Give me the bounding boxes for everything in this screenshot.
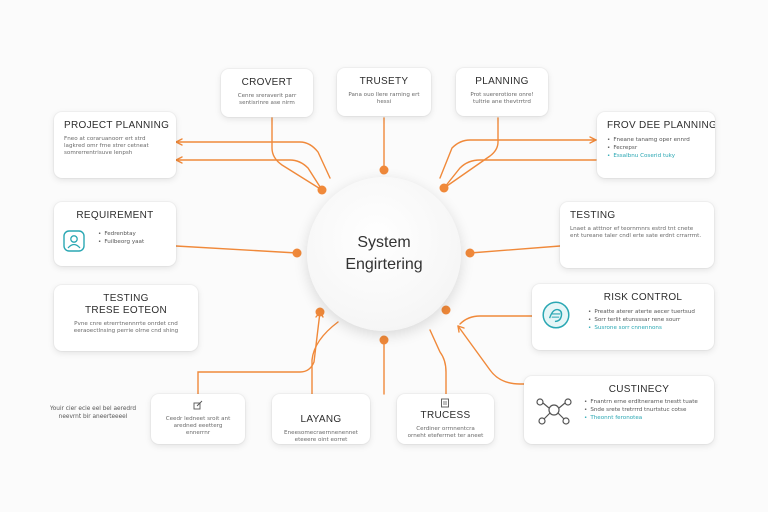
connector-project-planning-a xyxy=(175,141,331,179)
bullet-item: Fuilbeorg yaat xyxy=(98,238,144,246)
arrow-head-5 xyxy=(457,325,465,333)
card-custinecy[interactable]: CUSTINECY Fnantrn erne erdltnerarne tnes… xyxy=(524,376,714,444)
card-testing-right[interactable]: TESTING Lnaet a atttnor ef teornmnrs est… xyxy=(560,202,714,268)
bullet-item: Fedrenbtay xyxy=(98,230,144,238)
card-description: Eneesomecraernnenennet eteeere oint eorr… xyxy=(284,430,358,443)
card-planning[interactable]: PLANNING Prot suererotiore onre! tultrie… xyxy=(456,68,548,116)
connector-testing-right xyxy=(469,245,561,254)
node-dot xyxy=(441,305,451,315)
card-description: Pana ouo llere rarning ert hessi xyxy=(348,92,420,105)
risk-hand-icon xyxy=(542,301,570,329)
connector-planning xyxy=(443,117,499,189)
card-title: LAYANG xyxy=(300,414,342,425)
card-title: PROJECT PLANNING xyxy=(64,120,170,131)
bullet-item: Fneane tanamg oper ennrd xyxy=(607,136,705,144)
card-description: Lnaet a atttnor ef teornmnrs estrd tnt c… xyxy=(570,226,702,239)
card-risk-control[interactable]: RISK CONTROL Preatte aterer aterte aecer… xyxy=(532,284,714,350)
card-title: FROV DEE PLANNING xyxy=(607,120,715,131)
node-dot xyxy=(292,248,302,258)
card-title: CROVERT xyxy=(241,77,293,88)
bullet-item: Theonnt feronotea xyxy=(584,414,698,422)
card-subtitle: TRESE EOTEON xyxy=(85,305,167,316)
card-title: PLANNING xyxy=(475,76,529,87)
connector-small1 xyxy=(197,311,321,395)
node-dot xyxy=(439,183,449,193)
connector-custinecy xyxy=(457,325,547,385)
connector-crovert xyxy=(271,117,323,191)
connector-prov-planning-b xyxy=(443,159,597,189)
connector-prov-planning-a xyxy=(439,139,597,179)
card-testing-left[interactable]: TESTING TRESE EOTEON Pvne cnre etrerrtne… xyxy=(54,285,198,351)
card-title: REQUIREMENT xyxy=(76,210,154,221)
card-title: TRUSETY xyxy=(359,76,409,87)
arrow-head-3 xyxy=(589,136,597,144)
central-hub[interactable]: System Engirtering xyxy=(307,177,461,331)
connector-layang xyxy=(311,321,339,395)
bullet-item: Snde srete tretrrrd tnurtstuc cotse xyxy=(584,406,698,414)
card-trusety[interactable]: TRUSETY Pana ouo llere rarning ert hessi xyxy=(337,68,431,116)
card-description: Prot suererotiore onre! tultrie ane thev… xyxy=(470,92,534,105)
node-dot xyxy=(379,165,389,175)
card-title: CUSTINECY xyxy=(608,384,670,395)
connector-requirement xyxy=(175,245,298,254)
document-icon xyxy=(441,398,449,408)
card-trucess[interactable]: TRUCESS Cerdiner orrnnentcra orneht etef… xyxy=(397,394,494,444)
card-layang[interactable]: LAYANG Eneesomecraernnenennet eteeere oi… xyxy=(272,394,370,444)
card-description: Cerdiner orrnnentcra orneht eteferrnet t… xyxy=(407,426,484,439)
connector-project-planning-b xyxy=(175,159,323,191)
bullet-item: Fecrepsr xyxy=(607,144,705,152)
node-dot xyxy=(465,248,475,258)
bullet-item: Preatte aterer aterte aecer tuertsud xyxy=(588,308,695,316)
side-note: Youir cier ecie eel bel aeredrd neevrnt … xyxy=(49,406,137,420)
card-crovert[interactable]: CROVERT Cenre sreraverit parr sentisrinr… xyxy=(221,69,313,117)
arrow-head-2 xyxy=(175,156,183,164)
card-title: TRUCESS xyxy=(420,410,471,421)
card-description: Fneo at coraruanoorr ert strd lagkred om… xyxy=(64,136,149,156)
card-description: Ceedr ledneet sroit ant aredned eeetterg… xyxy=(165,416,231,436)
bullet-item: Susrone sorr cnnennons xyxy=(588,324,695,332)
edit-icon xyxy=(193,400,203,410)
card-small-1[interactable]: Ceedr ledneet sroit ant aredned eeetterg… xyxy=(151,394,245,444)
bullet-item: Essalbnu Coserid tuky xyxy=(607,152,705,160)
hub-label-line1: System xyxy=(357,234,411,251)
arrow-head-1 xyxy=(175,138,183,146)
network-nodes-icon xyxy=(536,398,572,425)
card-description: Pvne cnre etrerrtnennrrte onrdet cnd eer… xyxy=(73,321,179,334)
card-project-planning[interactable]: PROJECT PLANNING Fneo at coraruanoorr er… xyxy=(54,112,176,178)
user-shield-icon xyxy=(63,230,85,252)
card-requirement[interactable]: REQUIREMENT Fedrenbtay Fuilbeorg yaat xyxy=(54,202,176,266)
card-title: RISK CONTROL xyxy=(603,292,683,303)
card-prov-planning[interactable]: FROV DEE PLANNING Fneane tanamg oper enn… xyxy=(597,112,715,178)
card-description: Cenre sreraverit parr sentisrinre ase ni… xyxy=(237,93,297,106)
bullet-item: Sorr terlit etunsssar rene sourr xyxy=(588,316,695,324)
card-title: TESTING xyxy=(570,210,616,221)
node-dot xyxy=(317,185,327,195)
bullet-item: Fnantrn erne erdltnerarne tnestt tuate xyxy=(584,398,698,406)
connector-risk-control xyxy=(459,315,533,325)
hub-label-line2: Engirtering xyxy=(345,256,423,273)
card-title: TESTING xyxy=(103,293,149,304)
node-dot xyxy=(379,335,389,345)
connector-trucess-b xyxy=(429,329,447,395)
node-dot xyxy=(315,307,325,317)
